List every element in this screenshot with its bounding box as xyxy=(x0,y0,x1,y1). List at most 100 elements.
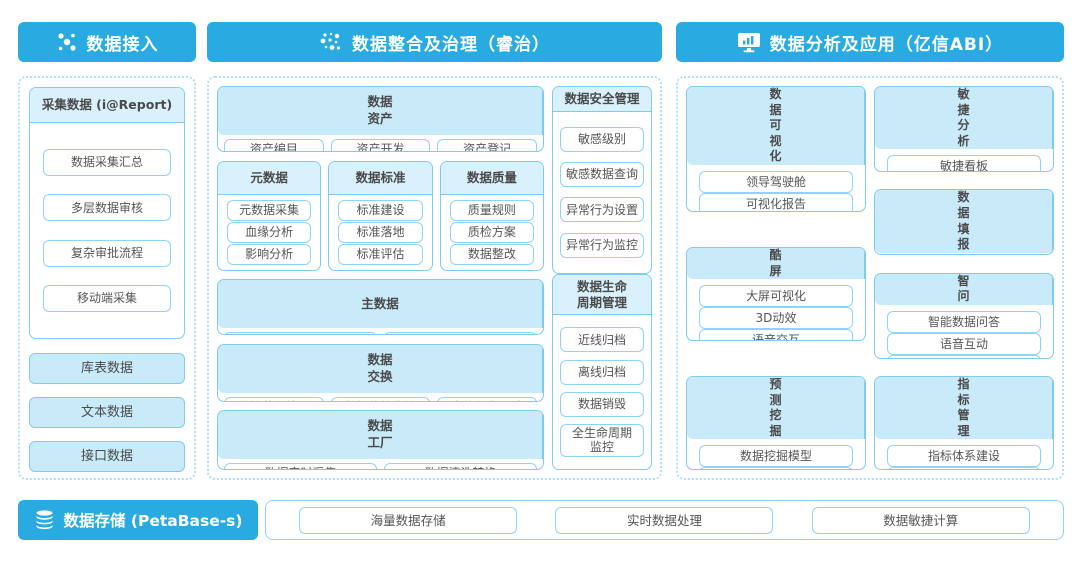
row-label: 数据 交换 xyxy=(218,344,543,393)
analysis-right-column: 敏 捷 分 析敏捷看板即席报告幻灯片报告数 据 填 报填报表单数据补录智 问智能… xyxy=(874,86,1054,470)
data-governance-container: 数据 资产资产编目资产开发资产登记资产标签资产服务元数据元数据采集血缘分析影响分… xyxy=(207,76,662,480)
governance-main: 数据 资产资产编目资产开发资产登记资产标签资产服务元数据元数据采集血缘分析影响分… xyxy=(217,86,544,470)
diagram-chip: 数据销毁 xyxy=(560,391,644,417)
diagram-chip: 移动端采集 xyxy=(43,284,171,312)
diagram-chip: 可视化报告 xyxy=(699,192,853,211)
diagram-chip: 知识图谱 xyxy=(887,354,1041,358)
data-access-container: 采集数据 (i@Report)数据采集汇总多层数据审核复杂审批流程移动端采集库表… xyxy=(18,76,196,480)
diagram-chip: 资产编目 xyxy=(224,139,324,151)
report-panel: 采集数据 (i@Report)数据采集汇总多层数据审核复杂审批流程移动端采集 xyxy=(29,87,185,339)
chip-line: 数据实时采集数据清洗转换 xyxy=(224,463,537,469)
diagram-chip: 数据实时采集 xyxy=(224,463,377,469)
row-label: 主数据 xyxy=(218,280,543,328)
diagram-chip: 全生命周期 监控 xyxy=(560,424,644,457)
titled-panel: 元数据元数据采集血缘分析影响分析 xyxy=(217,160,322,271)
diagram-chip: 3D动效 xyxy=(699,307,853,330)
group-label: 酷 屏 xyxy=(687,248,865,280)
labeled-row: 数据 交换传输节点管理数据传输交换交换任务设计任务调度管理交换监控 xyxy=(217,343,544,402)
titled-panel-body: 元数据采集血缘分析影响分析 xyxy=(218,195,320,270)
monitor-chart-icon xyxy=(737,33,760,53)
diagram-chip: 传输节点管理 xyxy=(224,396,324,401)
diagram-chip: 交换任务设计 xyxy=(437,396,538,401)
group-items: 智能数据问答语音互动知识图谱 xyxy=(875,305,1053,358)
analysis-left-column: 数 据 可 视 化领导驾驶舱可视化报告复杂报表移动端展现酷 屏大屏可视化3D动效… xyxy=(686,86,866,470)
analysis-group: 敏 捷 分 析敏捷看板即席报告幻灯片报告 xyxy=(874,86,1054,172)
group-items: 领导驾驶舱可视化报告复杂报表移动端展现 xyxy=(687,165,865,211)
diagram-chip: 敏捷看板 xyxy=(887,155,1041,171)
group-label: 指 标 管 理 xyxy=(875,376,1053,440)
diagram-chip: 资产开发 xyxy=(330,139,431,151)
side-panel-title: 数据安全管理 xyxy=(553,87,651,112)
diagram-chip: 海量数据存储 xyxy=(299,506,518,534)
diagram-chip: 多层数据审核 xyxy=(43,194,171,222)
diagram-chip: 接口数据 xyxy=(29,441,185,472)
group-items: 敏捷看板即席报告幻灯片报告 xyxy=(875,149,1053,171)
header-data-analysis: 数据分析及应用（亿信ABI） xyxy=(676,22,1064,62)
diagram-chip: 指标版本管理 xyxy=(887,467,1041,469)
data-type-buttons: 库表数据文本数据接口数据 xyxy=(29,339,185,472)
group-items: 数据挖掘模型模型训练模型应用 xyxy=(687,439,865,469)
chip-line: 主数据模型主数据编码 xyxy=(224,332,537,334)
group-label: 数 据 填 报 xyxy=(875,190,1053,253)
report-panel-title: 采集数据 (i@Report) xyxy=(30,88,184,123)
chip-line: 资产编目资产开发资产登记 xyxy=(224,139,538,151)
panel-row: 元数据元数据采集血缘分析影响分析数据标准标准建设标准落地标准评估数据质量质量规则… xyxy=(217,160,544,271)
diagram-chip: 模型训练 xyxy=(699,467,853,469)
row-items: 数据实时采集数据清洗转换数据加密数据脱敏 xyxy=(218,459,543,469)
diagram-chip: 血缘分析 xyxy=(227,221,312,243)
diagram-chip: 质量规则 xyxy=(449,199,534,221)
titled-panel-title: 元数据 xyxy=(218,161,321,195)
titled-panel-title: 数据质量 xyxy=(440,161,543,195)
report-panel-body: 数据采集汇总多层数据审核复杂审批流程移动端采集 xyxy=(30,123,184,338)
diagram-chip: 数据敏捷计算 xyxy=(811,506,1030,534)
diagram-chip: 标准评估 xyxy=(338,243,423,265)
dots-cluster-icon xyxy=(320,32,341,50)
titled-panel-body: 质量规则质检方案数据整改 xyxy=(441,195,543,270)
side-panel-body: 近线归档离线归档数据销毁全生命周期 监控 xyxy=(553,315,651,469)
analysis-group: 预 测 挖 掘数据挖掘模型模型训练模型应用 xyxy=(686,376,866,470)
diagram-chip: 近线归档 xyxy=(560,327,644,353)
diagram-chip: 异常行为监控 xyxy=(560,232,644,258)
diagram-chip: 敏感数据查询 xyxy=(560,162,644,188)
titled-panel-title: 数据标准 xyxy=(329,161,432,195)
database-icon xyxy=(36,510,52,530)
side-panel-title: 数据生命 周期管理 xyxy=(553,275,651,316)
storage-items-container: 海量数据存储实时数据处理数据敏捷计算 xyxy=(265,500,1064,540)
storage-header: 数据存储 (PetaBase-s) xyxy=(18,500,258,540)
titled-panel-body: 标准建设标准落地标准评估 xyxy=(329,195,431,270)
analysis-group: 数 据 填 报填报表单数据补录 xyxy=(874,189,1054,256)
group-items: 填报表单数据补录 xyxy=(875,253,1053,255)
analysis-group: 指 标 管 理指标体系建设指标版本管理指标数据分析 xyxy=(874,375,1054,470)
side-panel: 数据生命 周期管理近线归档离线归档数据销毁全生命周期 监控 xyxy=(552,274,652,470)
diagram-chip: 数据整改 xyxy=(449,243,534,265)
chip-line: 传输节点管理 数据传输交换 交换任务设计 xyxy=(224,396,538,401)
diagram-chip: 语音交互 xyxy=(699,329,853,340)
row-label: 数据 资产 xyxy=(218,87,543,135)
header-data-governance: 数据整合及治理（睿治） xyxy=(207,22,662,62)
diagram-chip: 语音互动 xyxy=(887,332,1041,355)
data-analysis-container: 数 据 可 视 化领导驾驶舱可视化报告复杂报表移动端展现酷 屏大屏可视化3D动效… xyxy=(676,76,1064,480)
side-panel: 数据安全管理敏感级别敏感数据查询异常行为设置异常行为监控 xyxy=(552,86,652,274)
diagram-chip: 异常行为设置 xyxy=(560,197,644,223)
diagram-chip: 数据传输交换 xyxy=(330,396,431,401)
titled-panel: 数据质量质量规则质检方案数据整改 xyxy=(439,160,544,271)
diagram-chip: 敏感级别 xyxy=(560,126,644,152)
group-label: 数 据 可 视 化 xyxy=(687,87,865,165)
storage-header-label: 数据存储 (PetaBase-s) xyxy=(63,512,243,530)
diagram-chip: 文本数据 xyxy=(29,397,185,428)
diagram-chip: 大屏可视化 xyxy=(699,285,853,308)
header-data-access-label: 数据接入 xyxy=(86,34,159,55)
diagram-chip: 质检方案 xyxy=(449,221,534,243)
row-items: 传输节点管理数据传输交换交换任务设计任务调度管理交换监控 xyxy=(218,393,543,401)
diagram-chip: 资产登记 xyxy=(437,139,538,151)
group-label: 智 问 xyxy=(875,273,1053,305)
header-data-governance-label: 数据整合及治理（睿治） xyxy=(352,34,550,55)
diagram-chip: 智能数据问答 xyxy=(887,310,1041,333)
diagram-chip: 复杂审批流程 xyxy=(43,239,171,267)
analysis-group: 数 据 可 视 化领导驾驶舱可视化报告复杂报表移动端展现 xyxy=(686,86,866,212)
labeled-row: 数据 资产资产编目资产开发资产登记资产标签资产服务 xyxy=(217,86,544,152)
diagram-chip: 指标体系建设 xyxy=(887,445,1041,468)
diagram-chip: 离线归档 xyxy=(560,359,644,385)
